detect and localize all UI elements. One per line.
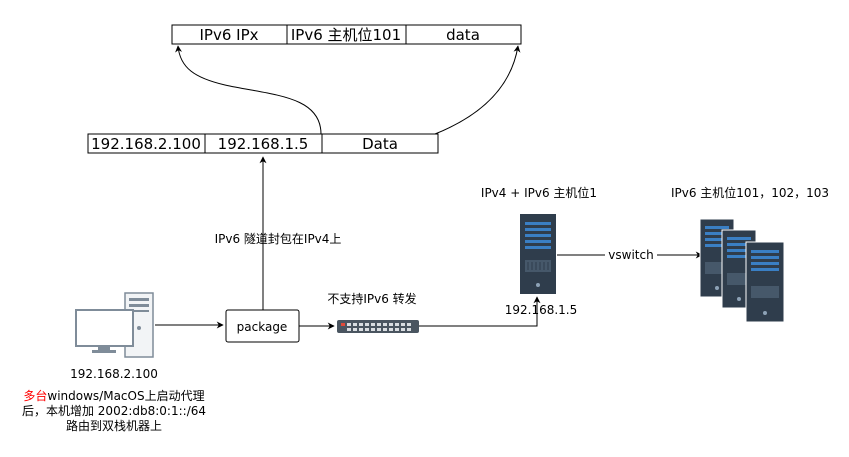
client-ip-label: 192.168.2.100 [70,367,158,381]
switch-to-server-arrow [419,296,541,327]
tunnel-label: IPv6 隧道封包在IPv4上 [215,231,342,246]
ipv4-field-dst: 192.168.1.5 [218,135,309,153]
ipv4-packet-box [87,133,439,154]
ipv4-field-src: 192.168.2.100 [91,135,201,153]
ipv6-hosts-label: IPv6 主机位101，102，103 [671,185,829,200]
note-line-1-rest: windows/MacOS上启动代理 [47,389,204,403]
vswitch-label-bg [605,248,657,262]
note-line-2: 后，本机增加 2002:db8:0:1::/64 [22,404,206,418]
note-line-1: 多台windows/MacOS上启动代理 [23,388,204,403]
decap-arrow-right [434,45,521,135]
client-computer-icon [75,292,154,358]
client-note: 多台windows/MacOS上启动代理 后，本机增加 2002:db8:0:1… [22,388,206,433]
ipv6-servers-icon [699,218,785,323]
vswitch-label: vswitch [608,248,653,262]
dual-stack-server-icon [520,214,556,294]
ipv6-field-src: IPv6 IPx [199,26,258,44]
note-line-3: 路由到双栈机器上 [66,418,162,433]
network-switch-icon [337,320,419,333]
ipv6-field-data: data [446,26,480,44]
ipv4-field-data: Data [362,135,398,153]
decap-arrow-left [175,45,322,135]
ipv6-field-dst: IPv6 主机位101 [291,26,401,44]
ipv6-packet: IPv6 IPx IPv6 主机位101 data [171,24,522,45]
dual-stack-label: IPv4 + IPv6 主机位1 [481,185,597,200]
package-label: package [237,320,288,334]
ipv4-packet: 192.168.2.100 192.168.1.5 Data [87,133,439,154]
ipv6-packet-box [171,24,522,45]
switch-label: 不支持IPv6 转发 [327,291,416,306]
note-highlight: 多台 [23,388,47,403]
server-ip-label: 192.168.1.5 [505,303,578,317]
